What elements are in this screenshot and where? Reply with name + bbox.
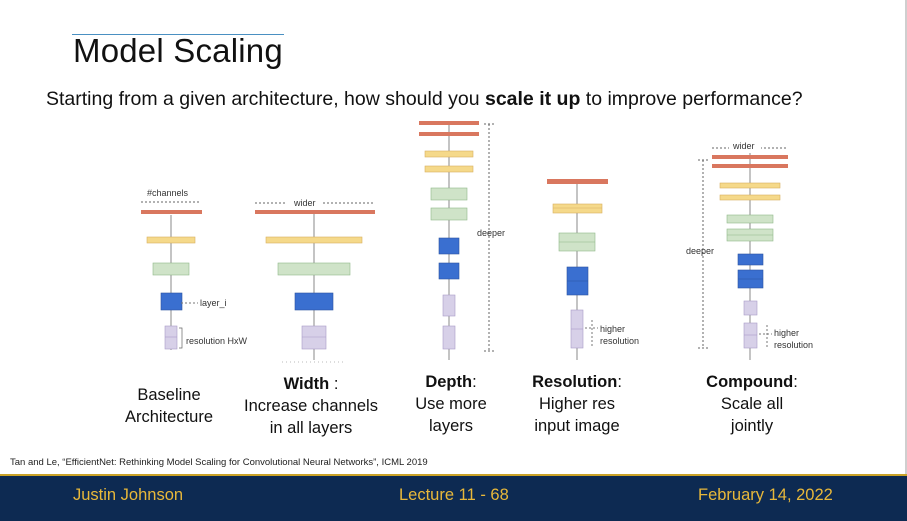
width-network: wider (255, 197, 375, 363)
resolution-yellow-layer (552, 203, 603, 214)
subtitle-text-post: to improve performance? (580, 88, 803, 110)
slide-subtitle: Starting from a given architecture, how … (46, 88, 803, 111)
caption-depth-line3: layers (428, 417, 473, 435)
footer-date: February 14, 2022 (698, 486, 833, 504)
title-rule (72, 34, 284, 35)
caption-compound-suffix: : (793, 373, 798, 391)
width-input-layer (301, 325, 327, 350)
channels-label: #channels (147, 188, 189, 198)
caption-depth: Depth: Use more layers (415, 371, 487, 437)
caption-width-line2: Increase channels (244, 397, 378, 415)
width-green-layer (277, 262, 351, 276)
compound-output-layer-1 (712, 155, 788, 159)
caption-baseline-line2: Architecture (124, 408, 214, 426)
compound-resolution-label: resolution (774, 340, 813, 350)
caption-resolution: Resolution: Higher res input image (532, 371, 622, 437)
caption-resolution-line2: Higher res (538, 395, 616, 413)
caption-compound-line2: Scale all (720, 395, 784, 413)
deeper-label: deeper (477, 228, 505, 238)
caption-baseline: Baseline Architecture (125, 384, 213, 428)
compound-higher-label: higher (774, 328, 799, 338)
baseline-input-layer (164, 325, 178, 350)
higher-label: higher (600, 324, 625, 334)
caption-width-line1: Width : (244, 373, 378, 395)
caption-resolution-bold: Resolution (532, 373, 618, 391)
baseline-output-layer (141, 210, 202, 214)
slide-edge (905, 0, 907, 474)
depth-blue-layer-1 (438, 237, 460, 255)
slide-title: Model Scaling (73, 32, 283, 69)
compound-network: wider deeper higher resolution (686, 140, 813, 360)
subtitle-text-pre: Starting from a given architecture, how … (46, 88, 485, 110)
width-blue-layer (294, 292, 334, 311)
baseline-yellow-layer (146, 236, 196, 244)
compound-yellow-layer-2 (719, 194, 781, 201)
depth-output-layer-2 (419, 132, 479, 136)
depth-output-layer-1 (419, 121, 479, 125)
subtitle-text-bold: scale it up (484, 88, 581, 110)
caption-resolution-line3: input image (534, 417, 620, 435)
compound-wider-label: wider (732, 141, 755, 151)
compound-deeper-label: deeper (686, 246, 714, 256)
depth-yellow-layer-2 (424, 165, 474, 173)
compound-input-layer-1 (743, 300, 758, 316)
compound-output-layer-2 (712, 164, 788, 168)
baseline-blue-layer (160, 292, 183, 311)
depth-green-layer-2 (430, 207, 468, 221)
caption-width: Width : Increase channels in all layers (244, 373, 378, 439)
caption-depth-line2: Use more (415, 395, 487, 413)
baseline-green-layer (152, 262, 190, 276)
caption-width-bold: Width (283, 375, 330, 393)
width-output-layer (255, 210, 375, 214)
caption-resolution-line1: Resolution: (532, 371, 622, 393)
caption-resolution-suffix: : (617, 373, 622, 391)
caption-compound-bold: Compound (706, 373, 794, 391)
scaling-diagram: #channels layer_i resolution HxW wider (141, 121, 813, 363)
footer-author: Justin Johnson (73, 486, 184, 504)
caption-compound-line3: jointly (730, 417, 774, 435)
caption-compound-line1: Compound: (706, 371, 798, 393)
depth-green-layer-1 (430, 187, 468, 201)
resolution-hw-label: resolution HxW (186, 336, 248, 346)
caption-baseline-line1: Baseline (137, 386, 201, 404)
caption-depth-bold: Depth (425, 373, 473, 391)
caption-width-line3: in all layers (269, 419, 353, 437)
depth-input-layer-1 (442, 294, 456, 317)
resolution-label: resolution (600, 336, 639, 346)
caption-depth-line1: Depth: (415, 371, 487, 393)
compound-green-layer-1 (726, 214, 774, 224)
layer-i-label: layer_i (200, 298, 227, 308)
depth-blue-layer-2 (438, 262, 460, 280)
depth-input-layer-2 (442, 325, 456, 350)
depth-network: deeper (419, 121, 505, 360)
footer-bar: Justin Johnson Lecture 11 - 68 February … (0, 474, 907, 521)
caption-width-suffix: : (329, 375, 339, 393)
resolution-output-layer (547, 179, 608, 184)
wider-label: wider (293, 198, 316, 208)
footer-lecture: Lecture 11 - 68 (399, 486, 509, 504)
caption-depth-suffix: : (472, 373, 477, 391)
compound-yellow-layer-1 (719, 182, 781, 189)
width-yellow-layer (265, 236, 363, 244)
caption-compound: Compound: Scale all jointly (706, 371, 798, 437)
compound-input-layer-2 (743, 322, 758, 349)
depth-yellow-layer-1 (424, 150, 474, 158)
baseline-network: #channels layer_i resolution HxW (141, 188, 248, 350)
resolution-network: higher resolution (547, 179, 639, 360)
citation: Tan and Le, “EfficientNet: Rethinking Mo… (10, 457, 428, 468)
compound-blue-layer-1 (737, 253, 764, 266)
